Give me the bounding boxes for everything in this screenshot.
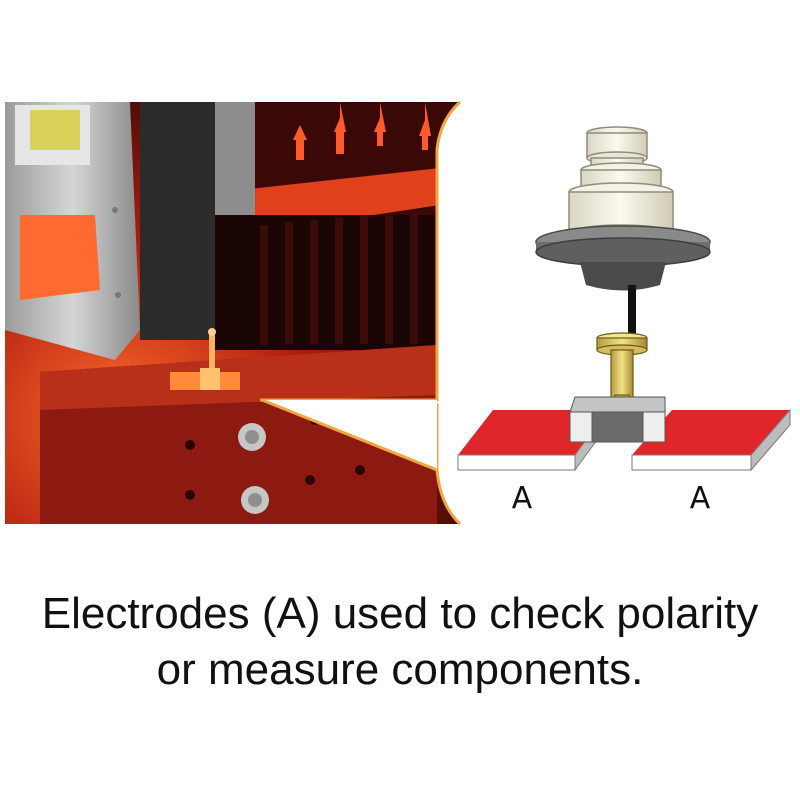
electrode-label-right: A [690, 481, 711, 516]
caption-line-2: or measure components. [0, 648, 800, 692]
probe-flange [536, 226, 710, 291]
probe-tip [597, 333, 647, 407]
machine-photo [5, 102, 465, 524]
bolt-upper [238, 423, 266, 451]
electrode-label-left: A [512, 481, 533, 516]
bolt-lower [241, 486, 269, 514]
probe-rod [628, 285, 636, 335]
component-chip [570, 397, 665, 442]
ribbed-block [215, 212, 440, 350]
probe-diagram: A A [458, 127, 790, 516]
metal-bracket [5, 102, 140, 360]
caption-line-1: Electrodes (A) used to check polarity [0, 592, 800, 636]
